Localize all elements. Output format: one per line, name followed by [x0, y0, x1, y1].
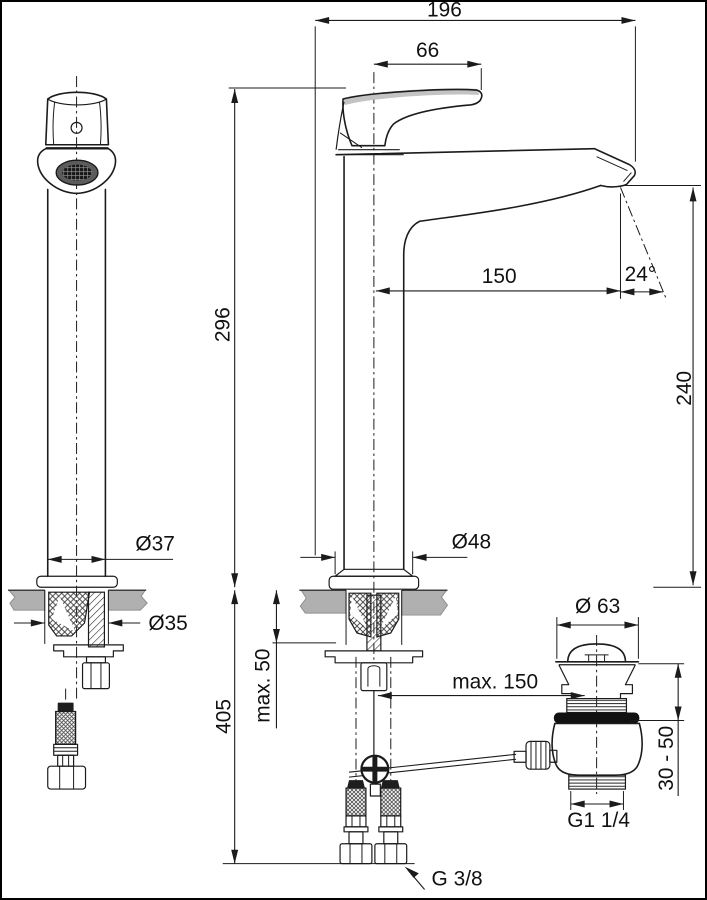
dim-hose-length: 405 [213, 590, 415, 865]
dim-max-deck-thickness: max. 50 [251, 590, 337, 729]
handle-side [335, 88, 483, 156]
svg-text:30 - 50: 30 - 50 [655, 726, 678, 791]
threaded-stud-front [87, 591, 106, 648]
popup-rod [348, 690, 527, 797]
dim-body-height: 296 [212, 87, 347, 588]
fixing-nut-front [81, 662, 110, 690]
waste-knurled-knob [525, 740, 551, 770]
hose-nut-front [47, 765, 87, 790]
waste-body-right [619, 664, 636, 699]
hose-front [47, 702, 87, 790]
fixing-nut-side [360, 662, 388, 692]
dim-outlet-height: 240 [623, 185, 702, 588]
base-plate-front [36, 575, 118, 588]
aerator-mesh [62, 164, 92, 181]
dim-waste-thread: G1 1/4 [567, 791, 630, 832]
dim-handle-reach: 66 [373, 39, 482, 91]
countertop-front [7, 589, 148, 644]
base-plate-side [328, 575, 420, 590]
threaded-stud-side [366, 594, 382, 652]
svg-text:max. 150: max. 150 [452, 671, 538, 694]
svg-text:240: 240 [673, 371, 696, 406]
svg-text:66: 66 [416, 39, 439, 62]
svg-text:405: 405 [213, 699, 236, 734]
horseshoe-washer-front [53, 644, 124, 658]
svg-text:24°: 24° [625, 263, 657, 286]
svg-text:G1 1/4: G1 1/4 [567, 809, 630, 832]
handle-front [44, 91, 110, 149]
front-view [7, 76, 148, 790]
dim-max-rod-reach: max. 150 [377, 671, 585, 700]
dim-base-diameter: Ø48 [300, 530, 491, 575]
dim-hole-diameter: Ø35 [13, 612, 188, 635]
waste-seal-ring [553, 712, 640, 724]
waste-plug-dome [566, 643, 627, 663]
spout-side [328, 147, 636, 590]
svg-text:max. 50: max. 50 [251, 649, 274, 723]
svg-text:G 3/8: G 3/8 [432, 868, 483, 891]
dim-waste-flange-diameter: Ø 63 [556, 595, 639, 659]
dim-overall-depth: 196 [314, 2, 636, 556]
side-view [299, 72, 636, 865]
hose-nut-right [374, 843, 408, 865]
dim-spout-angle: 24° [620, 187, 667, 300]
hose-braid-front [55, 710, 77, 745]
dim-spout-reach: 150 [375, 193, 621, 299]
svg-text:Ø48: Ø48 [452, 530, 491, 553]
svg-text:Ø35: Ø35 [148, 612, 187, 635]
svg-text:196: 196 [427, 2, 462, 21]
hose-right [374, 780, 408, 865]
fixing-set-side [324, 592, 424, 692]
svg-text:296: 296 [212, 307, 235, 342]
fixing-set-front [48, 591, 124, 690]
countertop-side [299, 589, 449, 645]
dim-hose-thread: G 3/8 [404, 866, 483, 891]
svg-text:150: 150 [482, 265, 517, 288]
waste-tail-thread [568, 774, 627, 790]
horseshoe-washer-side [324, 650, 424, 664]
waste-thread-top [566, 697, 628, 714]
dim-body-diameter: Ø37 [47, 532, 175, 563]
dim-waste-deck-range: 30 - 50 [630, 663, 685, 797]
svg-text:Ø 63: Ø 63 [575, 595, 620, 618]
handle-indicator-dot [70, 121, 83, 134]
hose-left [339, 780, 373, 865]
spout-head-front [36, 147, 117, 195]
dimensions: 196 66 296 150 [13, 2, 702, 891]
popup-waste [525, 634, 643, 795]
hose-nut-left [339, 843, 373, 865]
hoses-side [339, 656, 408, 865]
body-front [36, 188, 118, 588]
svg-text:Ø37: Ø37 [135, 532, 174, 555]
